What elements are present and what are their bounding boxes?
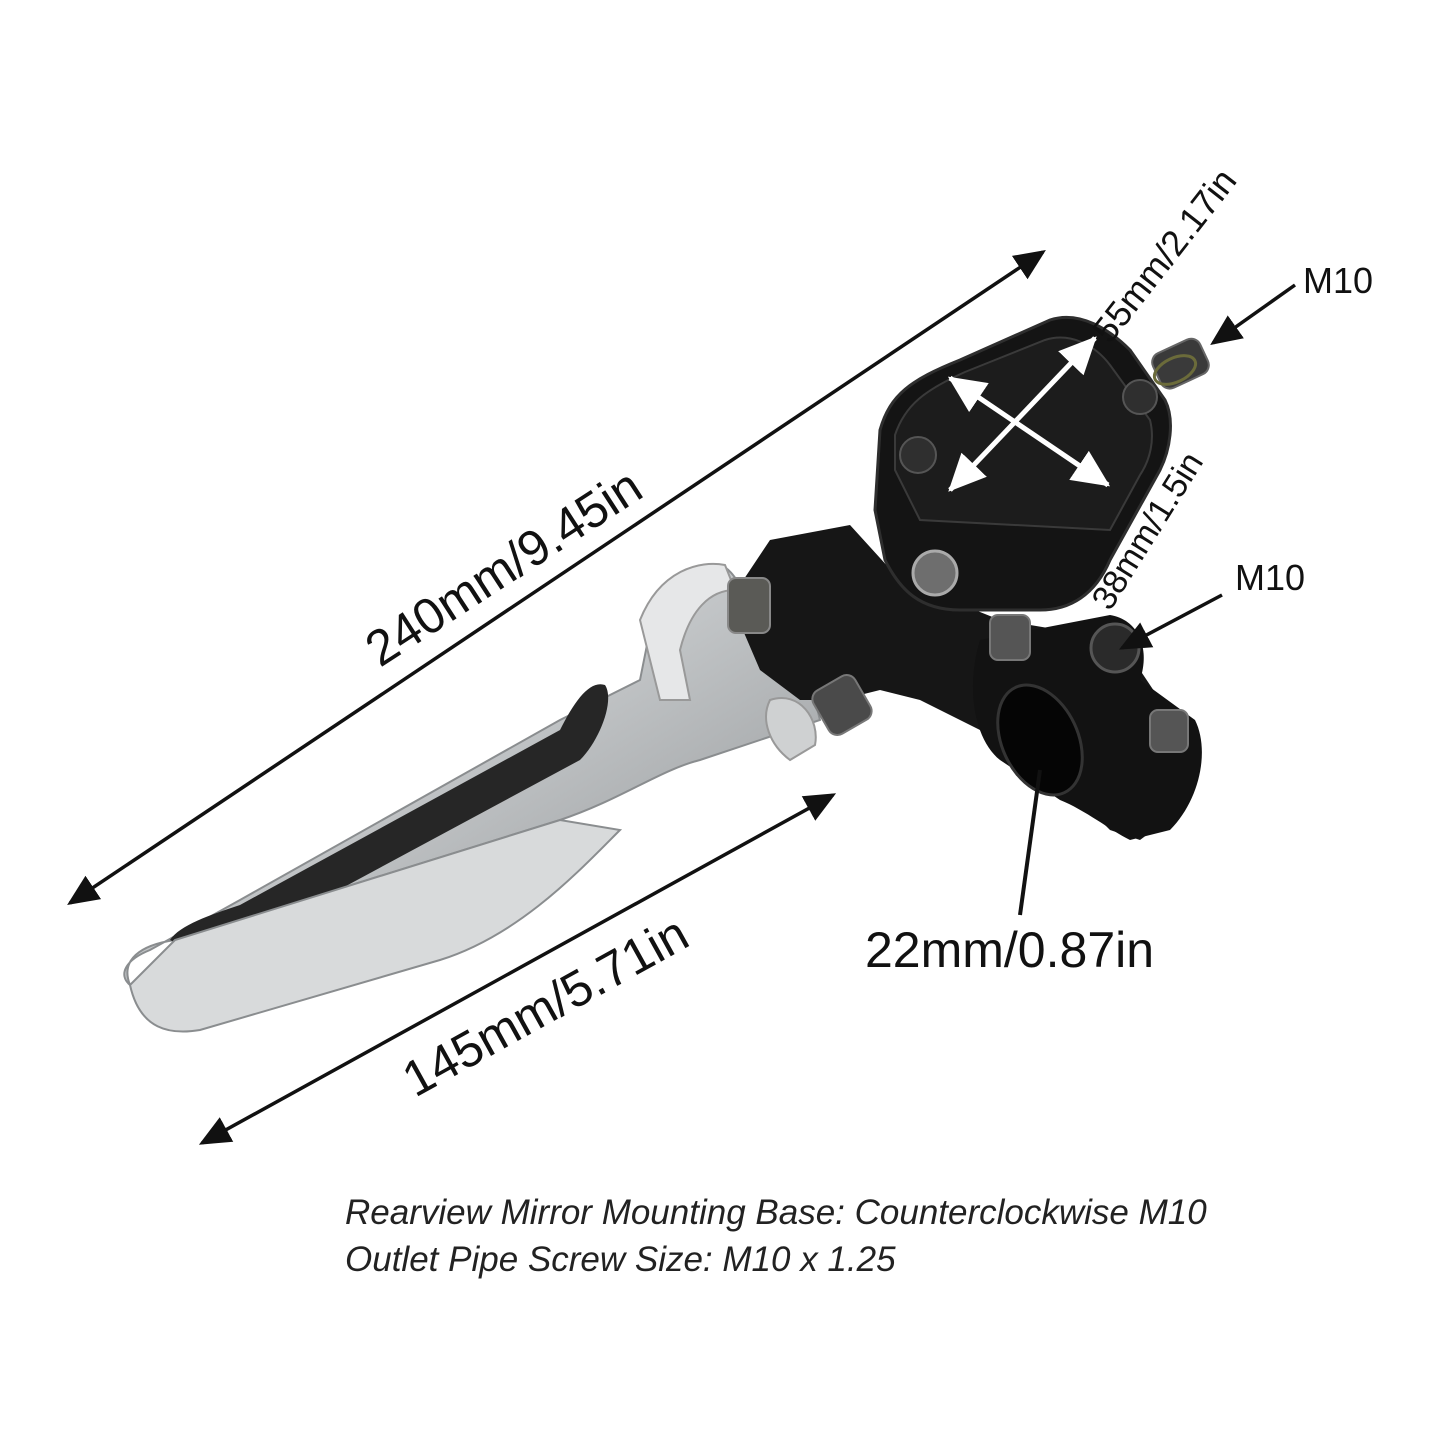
- mirror-base-note: Rearview Mirror Mounting Base: Countercl…: [345, 1193, 1207, 1232]
- lever-length-arrow: [198, 793, 837, 1145]
- pivot-bolt: [727, 577, 771, 634]
- cap-screw-icon: [1122, 379, 1158, 415]
- diameter-pointer: [1018, 769, 1042, 916]
- mirror-mount-bolt: [1151, 337, 1210, 390]
- mirror-thread-hole: [1089, 622, 1141, 674]
- m10-clamp-pointer: [1118, 593, 1223, 650]
- cap-screw-icon: [899, 436, 937, 474]
- overall-length-label: 240mm/9.45in: [355, 458, 651, 678]
- sight-glass: [911, 549, 959, 597]
- clamp-bolt: [1149, 709, 1189, 753]
- reservoir-length-label: 55mm/2.17in: [1084, 161, 1244, 350]
- m10-top-label: M10: [1303, 260, 1373, 301]
- m10-top-pointer: [1210, 283, 1297, 346]
- outlet-screw-note: Outlet Pipe Screw Size: M10 x 1.25: [345, 1240, 896, 1279]
- m10-clamp-label: M10: [1235, 557, 1305, 598]
- clamp-bolt: [989, 614, 1031, 661]
- handlebar-diameter-label: 22mm/0.87in: [865, 922, 1154, 978]
